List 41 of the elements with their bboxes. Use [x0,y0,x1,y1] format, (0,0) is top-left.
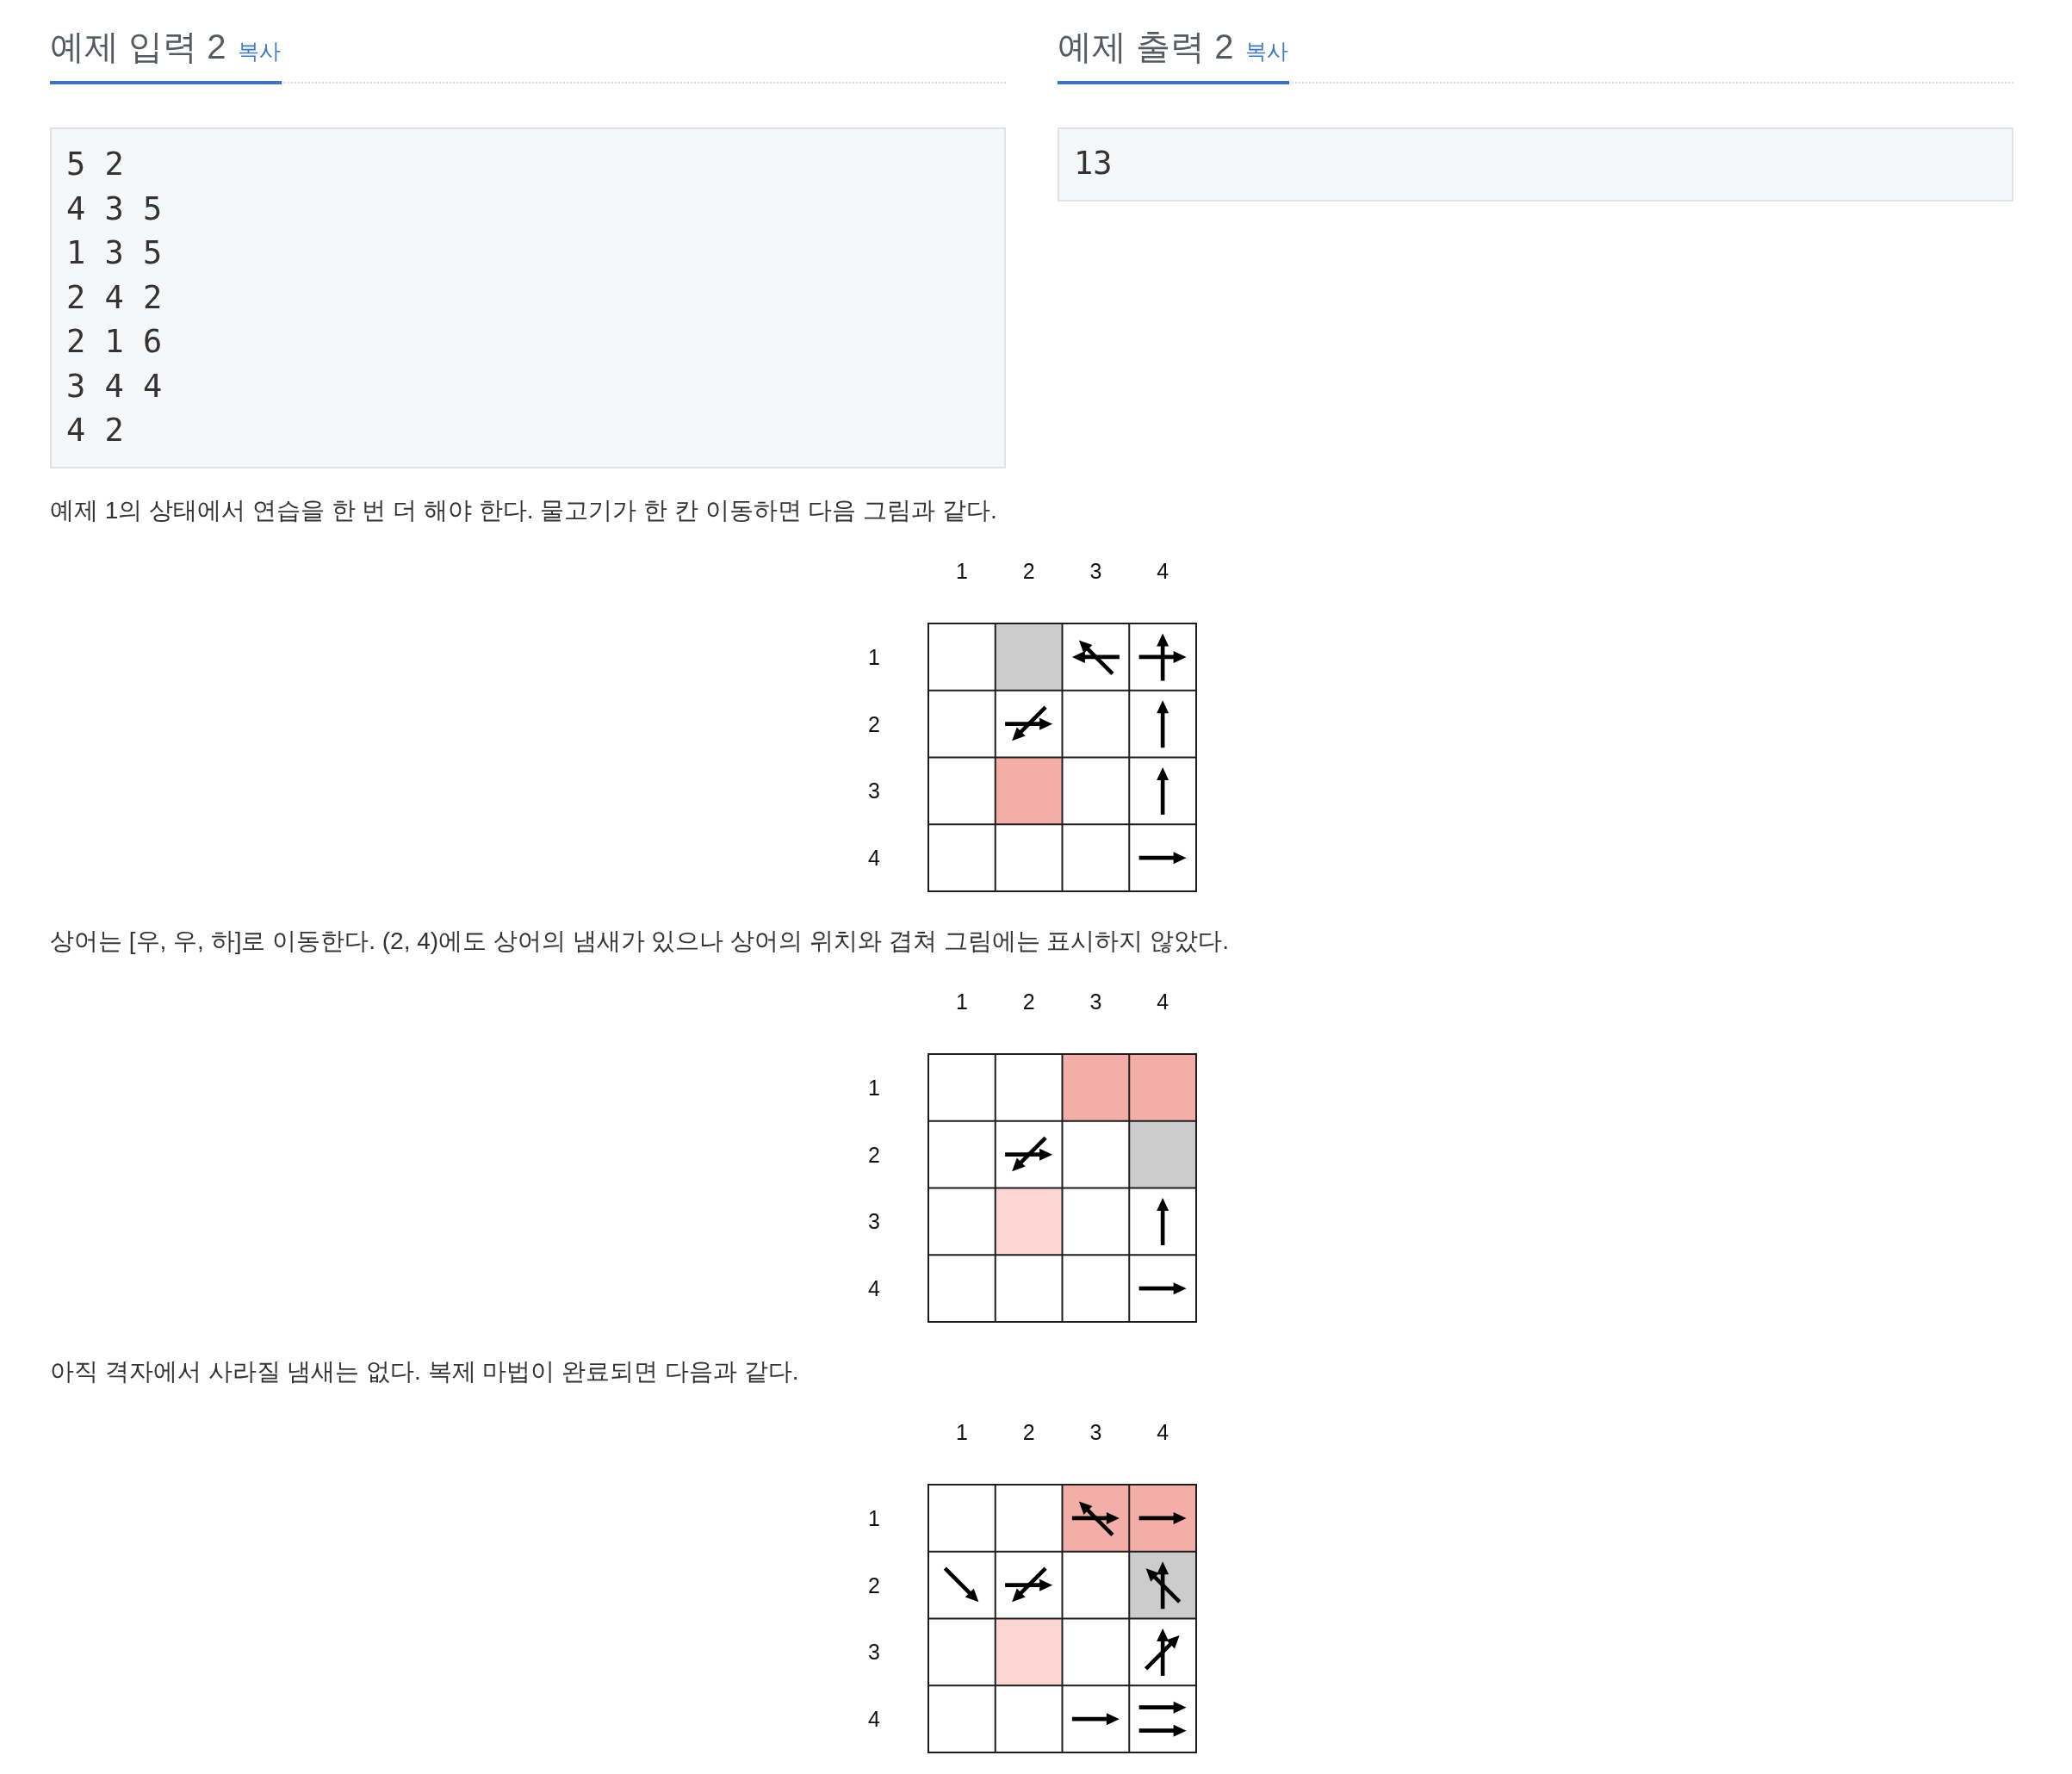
row-number: 3 [868,778,880,804]
paragraph: 아직 격자에서 사라질 냄새는 없다. 복제 마법이 완료되면 다음과 같다. [50,1357,799,1386]
row-number: 2 [868,710,880,737]
column-number: 1 [955,989,968,1014]
row-number: 3 [868,1208,880,1235]
column-number: 3 [1089,1419,1102,1445]
column-number: 3 [1089,558,1102,584]
column-number: 1 [955,558,968,584]
row-number: 1 [868,1074,880,1101]
section-heading: 예제 입력 2 [50,27,226,67]
row-number: 4 [868,1275,880,1302]
code-panel [1058,127,2013,202]
paragraph: 상어는 [우, 우, 하]로 이동한다. (2, 4)에도 상어의 냄새가 있으나 상어의 위치와 겹쳐 그림에는 표시하지 않았다. [50,927,1229,956]
code-line: 4 2 [66,412,124,450]
code-line: 13 [1074,145,1113,183]
code-line: 1 3 5 [66,234,163,272]
row-number: 4 [868,1706,880,1733]
row-number: 2 [868,1572,880,1598]
code-panel [50,127,1006,468]
section-heading: 예제 출력 2 [1058,27,1234,67]
column-number: 3 [1089,989,1102,1014]
row-number: 2 [868,1141,880,1168]
row-number: 1 [868,1504,880,1531]
code-line: 2 4 2 [66,278,163,317]
paragraph: 예제 1의 상태에서 연습을 한 번 더 해야 한다. 물고기가 한 칸 이동하면 다음 그림과 같다. [50,496,997,525]
row-number: 1 [868,643,880,670]
code-line: 2 1 6 [66,323,163,361]
column-number: 1 [955,1419,968,1445]
code-line: 4 3 5 [66,189,163,228]
code-line: 5 2 [66,146,124,183]
row-number: 3 [868,1639,880,1665]
code-line: 3 4 4 [66,367,163,406]
copy-link: 복사 [1245,38,1289,64]
row-number: 4 [868,845,880,871]
column-number: 4 [1157,1419,1169,1445]
column-number: 4 [1157,989,1169,1014]
copy-link: 복사 [238,38,282,64]
column-number: 2 [1022,1419,1035,1445]
column-number: 2 [1022,989,1035,1014]
column-number: 4 [1157,558,1169,584]
column-number: 2 [1022,558,1035,584]
